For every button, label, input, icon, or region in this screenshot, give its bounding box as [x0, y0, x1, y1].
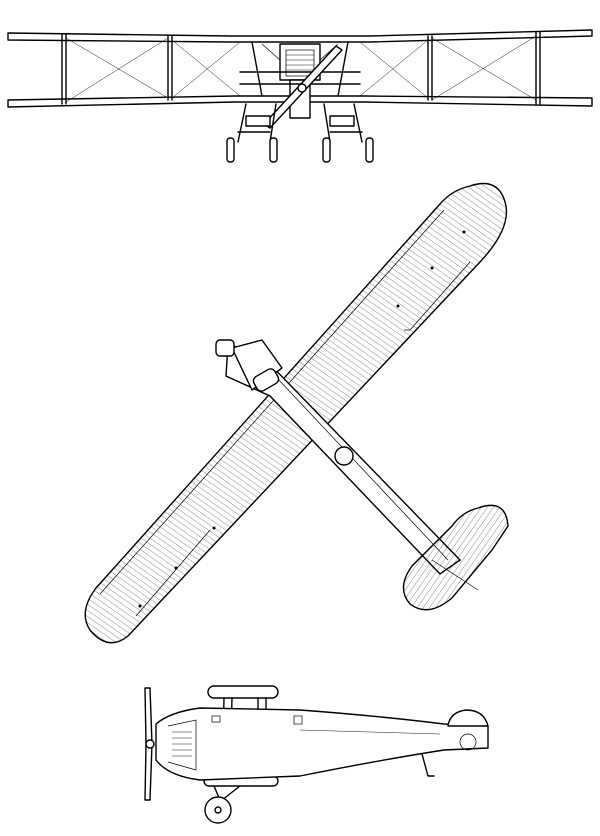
top-view: [84, 182, 509, 644]
side-view: [144, 685, 489, 824]
front-upper-wing: [7, 29, 593, 43]
side-tail-skid: [421, 753, 435, 777]
top-rear-cockpit: [334, 446, 354, 466]
side-upper-wing: [207, 685, 279, 699]
front-bracing-wires: [65, 35, 537, 103]
side-main-gear: [204, 785, 241, 824]
top-cockpit: [252, 368, 280, 392]
side-fuselage: [155, 707, 489, 781]
side-spinner: [145, 739, 155, 749]
top-engine-cowling: [231, 339, 283, 391]
front-wheels: [226, 137, 374, 163]
top-rib-marks: [138, 230, 466, 608]
front-interplane-struts: [61, 31, 541, 105]
top-engine-cylinder: [215, 339, 235, 357]
front-lower-wing: [7, 95, 593, 108]
front-fuselage: [239, 41, 361, 119]
front-spinner: [297, 83, 307, 93]
side-fin: [447, 709, 489, 727]
front-landing-gear: [237, 103, 363, 143]
side-cowl-louvres: [172, 731, 192, 757]
top-tailplane: [402, 504, 509, 611]
front-view: [7, 29, 593, 163]
